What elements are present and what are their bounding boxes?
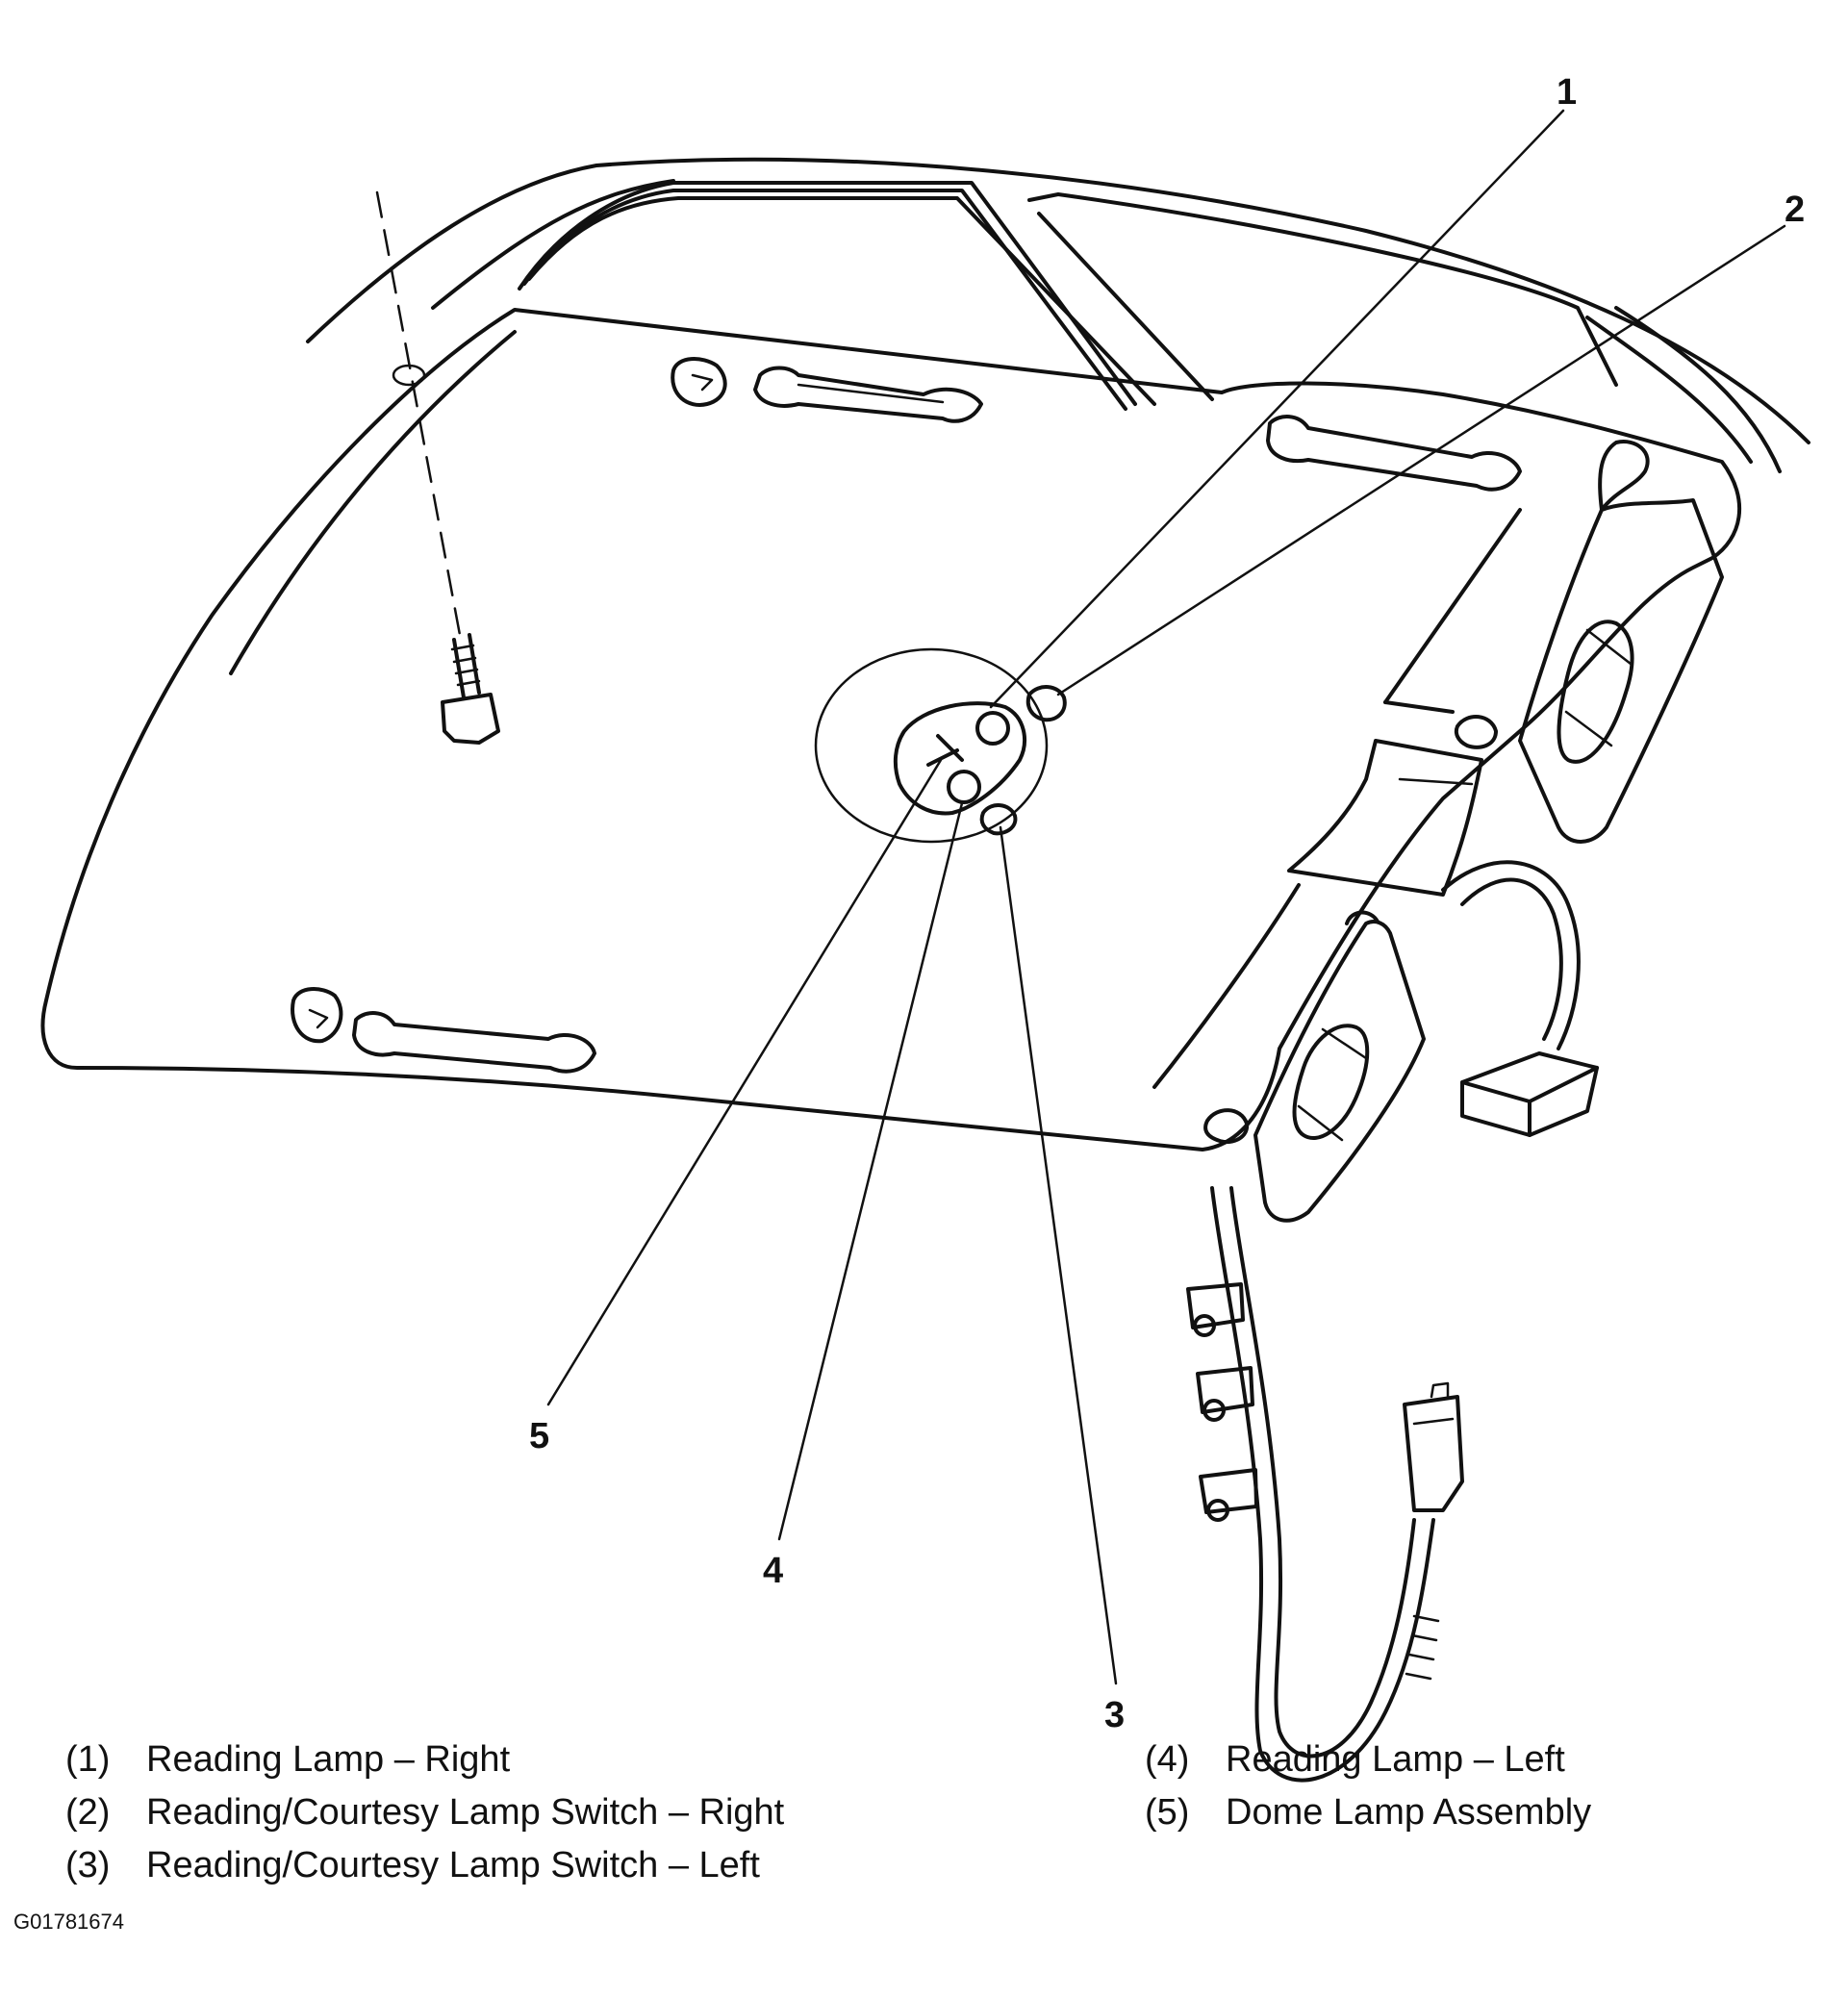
leader-line-2 <box>1056 224 1786 696</box>
visor-clip-icon <box>1454 715 1498 749</box>
legend-text: Reading/Courtesy Lamp Switch – Right <box>146 1792 785 1833</box>
dome-lamp-recess <box>814 647 1049 844</box>
leader-line-5 <box>546 758 943 1406</box>
roof-outline <box>306 157 1810 444</box>
legend-text: Reading Lamp – Left <box>1226 1739 1565 1780</box>
leader-line-3 <box>999 825 1118 1685</box>
callout-2: 2 <box>1785 190 1805 230</box>
grab-handle-front-icon <box>753 366 983 423</box>
bolt-icon <box>441 633 500 745</box>
legend-num: (5) <box>1145 1792 1190 1833</box>
leader-line-4 <box>777 801 964 1541</box>
roof-rail-front <box>431 179 675 310</box>
figure-id: G01781674 <box>13 1910 124 1934</box>
legend-num: (2) <box>65 1792 111 1833</box>
legend-num: (1) <box>65 1739 111 1780</box>
bolt-axis-dashed <box>375 190 462 637</box>
lamp-switch-left-icon <box>979 803 1018 836</box>
rear-roof-rail <box>1585 316 1753 464</box>
wiring-harness-upper <box>1441 860 1581 1050</box>
headliner-mid-line <box>1383 508 1522 704</box>
wire-connector-lower-icon <box>1403 1381 1464 1512</box>
door-channel-3 <box>527 196 1156 406</box>
callout-4: 4 <box>763 1551 783 1591</box>
sun-visor-left-icon <box>1253 910 1426 1223</box>
headliner-front-edge <box>229 330 517 675</box>
harness-clip-3-icon <box>1199 1468 1258 1522</box>
sun-visor-right-icon <box>1518 440 1724 844</box>
rear-roof-rail-2 <box>1614 306 1782 473</box>
harness-clip-2-icon <box>1196 1366 1254 1422</box>
rear-window-frame <box>1027 192 1618 387</box>
bolt-hole <box>392 364 426 387</box>
grab-handle-left-icon <box>352 1011 596 1074</box>
headliner-mid-line-2 <box>1383 700 1455 714</box>
harness-clip-1-icon <box>1186 1282 1245 1337</box>
legend-text: Dome Lamp Assembly <box>1226 1792 1592 1833</box>
lamp-switch-right-icon <box>1025 685 1067 722</box>
rear-window-inner <box>1037 212 1214 401</box>
coat-hook-front-icon <box>671 357 727 407</box>
callout-1: 1 <box>1557 72 1577 113</box>
grab-handle-right-icon <box>1266 415 1522 492</box>
door-channel-2 <box>522 189 1127 411</box>
wire-connector-upper-icon <box>1460 1051 1599 1137</box>
leader-line-1 <box>989 109 1565 709</box>
legend-text: Reading/Courtesy Lamp Switch – Left <box>146 1845 760 1885</box>
legend-num: (4) <box>1145 1739 1190 1780</box>
headliner-panel <box>40 308 1742 1151</box>
headliner-rear-line <box>1152 883 1301 1089</box>
visor-shelf-edge <box>1398 777 1474 786</box>
legend-num: (3) <box>65 1845 111 1885</box>
coat-hook-left-icon <box>291 987 343 1044</box>
legend-text: Reading Lamp – Right <box>146 1739 511 1780</box>
wiring-harness-lower <box>1210 1186 1440 1783</box>
callout-3: 3 <box>1104 1695 1125 1735</box>
visor-clip-left-icon <box>1203 1108 1250 1144</box>
callout-5: 5 <box>529 1416 549 1456</box>
dome-lamp-assembly-icon <box>893 701 1026 816</box>
visor-shelf <box>1287 739 1483 897</box>
